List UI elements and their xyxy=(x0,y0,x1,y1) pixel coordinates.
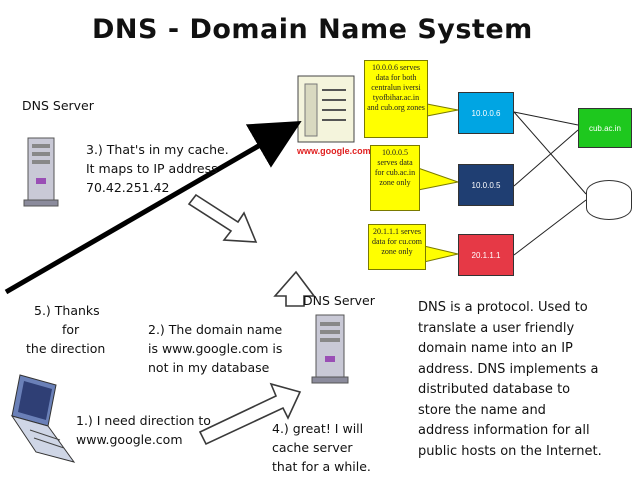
step3-line: It maps to IP address xyxy=(86,161,218,176)
step5-text: 5.) Thanks for the direction xyxy=(22,301,132,358)
step2-line: not in my database xyxy=(148,360,270,375)
name-server-20-1-1-1: 20.1.1.1 xyxy=(458,234,514,276)
step1-text: 1.) I need direction to www.google.com xyxy=(76,411,211,449)
description-line: domain name into an IP xyxy=(418,341,573,356)
server-label: 10.0.0.5 xyxy=(471,180,501,190)
description-line: public hosts on the Internet. xyxy=(418,443,602,459)
step2-line: is www.google.com is xyxy=(148,341,283,356)
step3-line: 70.42.251.42 xyxy=(86,180,170,195)
flow-arrows xyxy=(187,193,316,446)
step1-line: www.google.com xyxy=(76,432,183,447)
step4-line: cache server xyxy=(272,440,353,455)
callout-ns3: 20.1.1.1 serves data for cu.com zone onl… xyxy=(368,224,426,270)
dns-server-left-icon xyxy=(23,137,59,207)
callout-text: 20.1.1.1 serves data for cu.com zone onl… xyxy=(372,227,422,256)
page-title: DNS - Domain Name System xyxy=(92,14,533,45)
description-line: translate a user friendly xyxy=(418,320,575,336)
step1-line: 1.) I need direction to xyxy=(76,413,211,428)
description-line: distributed database to xyxy=(418,382,571,397)
step5-line: the direction xyxy=(26,341,106,356)
step2-line: 2.) The domain name xyxy=(148,322,283,337)
description-line: address. DNS implements a xyxy=(418,361,599,377)
arrow-to-website xyxy=(4,120,302,295)
zone-cub-ac-in: cub.ac.in xyxy=(578,108,632,148)
dns-server-center-icon xyxy=(311,314,349,384)
step5-line: 5.) Thanks xyxy=(34,303,100,318)
step4-line: 4.) great! I will xyxy=(272,421,364,436)
dns-description: DNS is a protocol. Used to translate a u… xyxy=(418,298,602,462)
callout-text: 10.0.0.6 serves data for both centralun … xyxy=(367,63,425,112)
server-label: 10.0.0.6 xyxy=(471,108,501,118)
name-server-10-0-0-5: 10.0.0.5 xyxy=(458,164,514,206)
description-line: DNS is a protocol. Used to xyxy=(418,300,588,315)
web-server-icon xyxy=(297,75,355,143)
website-url-label: www.google.com xyxy=(297,146,371,156)
laptop-icon xyxy=(10,374,76,463)
dns-server-left-label: DNS Server xyxy=(22,98,94,113)
step5-line: for xyxy=(62,322,80,337)
description-line: address information for all xyxy=(418,423,590,438)
step3-line: 3.) That's in my cache. xyxy=(86,142,229,157)
zone-connectors xyxy=(513,111,587,256)
name-server-10-0-0-6: 10.0.0.6 xyxy=(458,92,514,134)
zone-cu-com: cu.com xyxy=(586,180,632,220)
step4-text: 4.) great! I will cache server that for … xyxy=(272,419,371,476)
step3-text: 3.) That's in my cache. It maps to IP ad… xyxy=(86,140,229,197)
callout-ns2: 10.0.0.5 serves data for cub.ac.in zone … xyxy=(370,145,420,211)
step4-line: that for a while. xyxy=(272,459,371,474)
step2-text: 2.) The domain name is www.google.com is… xyxy=(148,320,282,377)
server-label: 20.1.1.1 xyxy=(471,250,501,260)
dns-server-center-label: DNS Server xyxy=(303,293,375,308)
callout-ns1: 10.0.0.6 serves data for both centralun … xyxy=(364,60,428,138)
description-line: store the name and xyxy=(418,402,546,418)
zone-label: cub.ac.in xyxy=(588,123,622,133)
zone-label: cu.com xyxy=(596,195,622,205)
callout-text: 10.0.0.5 serves data for cub.ac.in zone … xyxy=(374,148,416,187)
